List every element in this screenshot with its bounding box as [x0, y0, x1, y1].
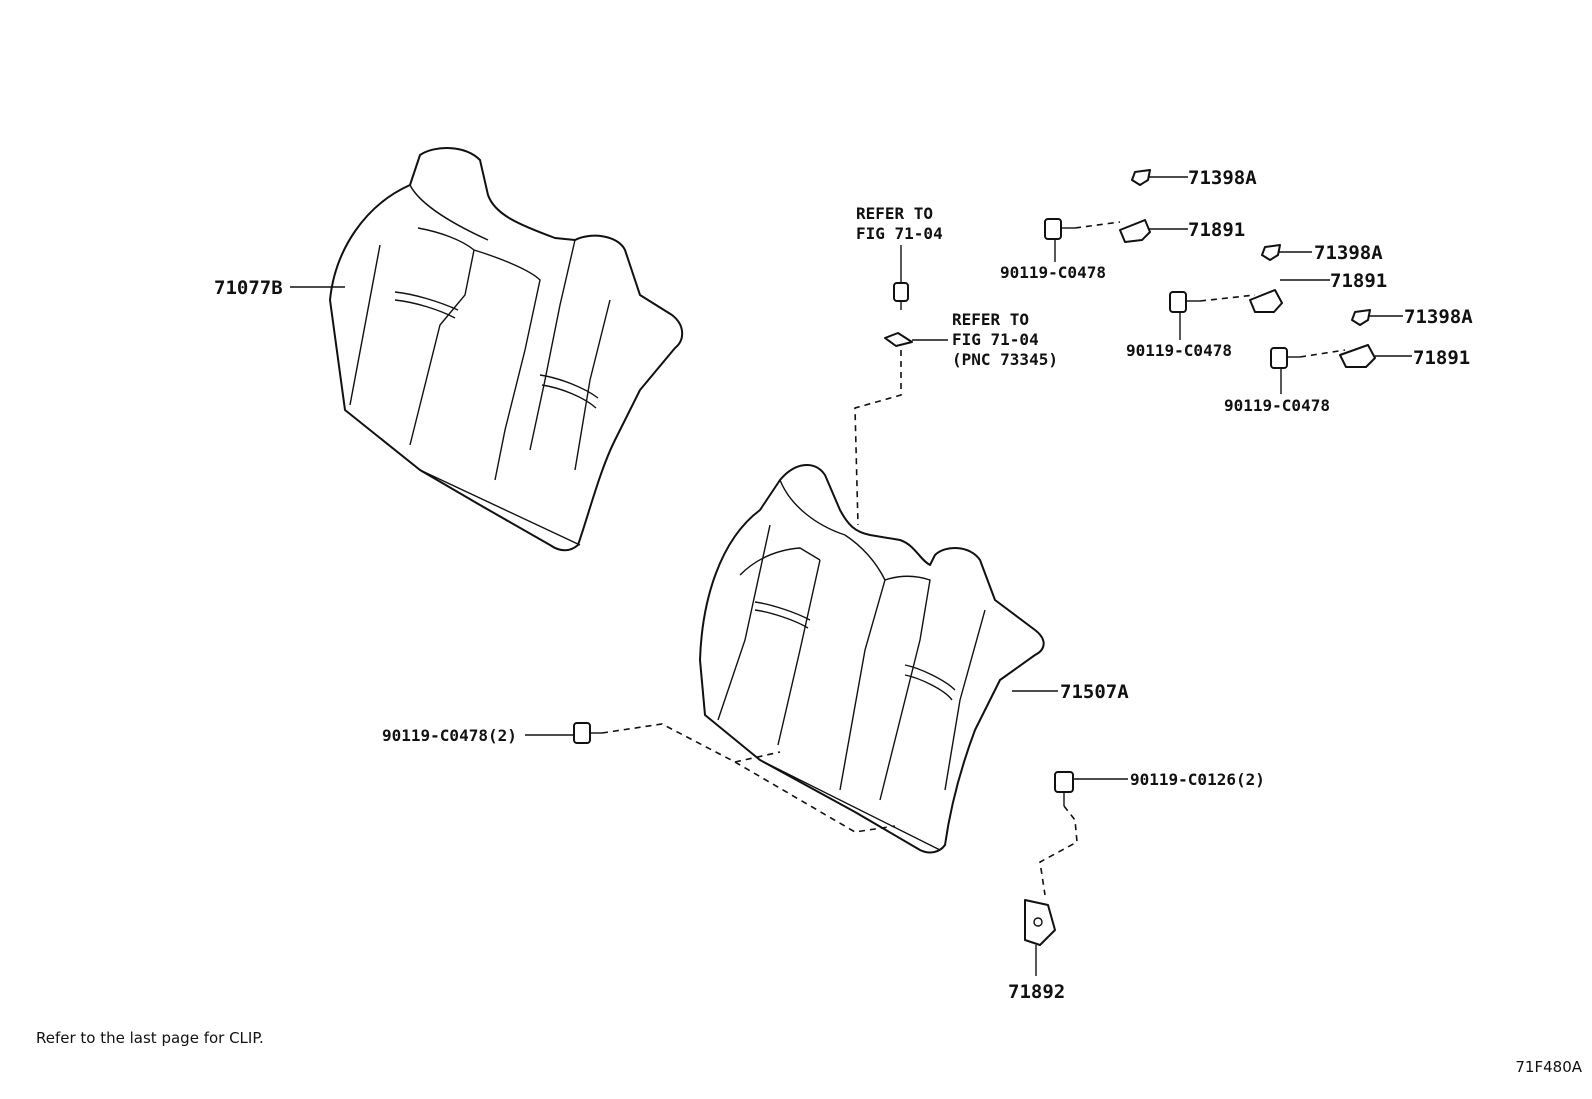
- refer2-line3: (PNC 73345): [952, 350, 1058, 369]
- bolt-90119-C0478-4[interactable]: [573, 722, 602, 744]
- dash-line-2: [1199, 294, 1256, 302]
- seat-back-cover[interactable]: [329, 147, 684, 552]
- footer-note: Refer to the last page for CLIP.: [36, 1029, 264, 1047]
- bracket-71891-2[interactable]: [1249, 289, 1283, 313]
- bracket-71891-3[interactable]: [1339, 344, 1376, 368]
- refer-hook[interactable]: [884, 332, 913, 347]
- dash-line-refer: [854, 350, 902, 526]
- label-71891-3: 71891: [1413, 347, 1470, 369]
- label-71892: 71892: [1008, 981, 1065, 1003]
- label-71077B: 71077B: [214, 277, 283, 299]
- label-90119-C0478-1: 90119-C0478: [1000, 263, 1106, 282]
- bolt-90119-C0478-3[interactable]: [1270, 347, 1300, 369]
- label-90119-C0478-3: 90119-C0478: [1224, 396, 1330, 415]
- seat-back-pad[interactable]: [699, 464, 1045, 854]
- label-71891-1: 71891: [1188, 219, 1245, 241]
- clip-71398A-3[interactable]: [1351, 309, 1371, 326]
- clip-71398A-2[interactable]: [1261, 244, 1281, 261]
- bolt-90119-C0478-1[interactable]: [1044, 218, 1075, 240]
- bolt-90119-C0478-2[interactable]: [1169, 291, 1200, 313]
- refer2-line2: FIG 71-04: [952, 330, 1039, 349]
- refer-bolt[interactable]: [893, 282, 909, 310]
- label-90119-C0126: 90119-C0126(2): [1130, 770, 1265, 789]
- refer1-line2: FIG 71-04: [856, 224, 943, 243]
- label-71398A-3: 71398A: [1404, 306, 1473, 328]
- label-90119-C0478-2: 90119-C0478: [1126, 341, 1232, 360]
- dash-line-bolt-c0126: [1039, 805, 1078, 896]
- figure-code: 71F480A: [1515, 1058, 1582, 1076]
- dash-line-3: [1299, 349, 1346, 358]
- label-90119-C0478-4: 90119-C0478(2): [382, 726, 517, 745]
- label-71398A-2: 71398A: [1314, 242, 1383, 264]
- refer1-line1: REFER TO: [856, 204, 933, 223]
- bolt-90119-C0126[interactable]: [1054, 771, 1074, 806]
- label-71507A: 71507A: [1060, 681, 1129, 703]
- bracket-71891-1[interactable]: [1119, 219, 1151, 243]
- dash-line-1: [1074, 221, 1121, 229]
- label-71398A-1: 71398A: [1188, 167, 1257, 189]
- dash-line-bolt4: [601, 723, 896, 833]
- hook-bracket-71892[interactable]: [1024, 899, 1056, 946]
- label-71891-2: 71891: [1330, 270, 1387, 292]
- refer2-line1: REFER TO: [952, 310, 1029, 329]
- clip-71398A-1[interactable]: [1131, 169, 1151, 186]
